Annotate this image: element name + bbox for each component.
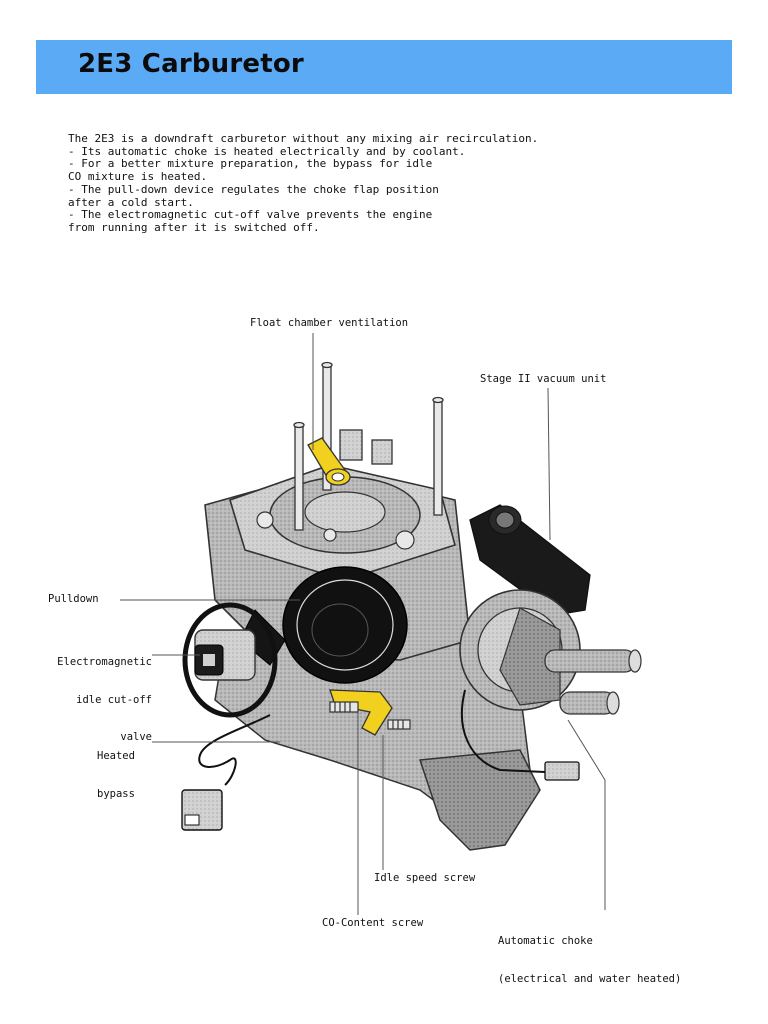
electromagnetic-valve [182, 602, 278, 718]
label-pulldown: Pulldown [48, 593, 99, 605]
label-float-chamber-ventilation: Float chamber ventilation [250, 317, 409, 329]
intro-line: after a cold start. [68, 195, 194, 209]
intro-line: - The pull-down device regulates the cho… [68, 182, 439, 196]
title-banner: 2E3 Carburetor [36, 40, 732, 94]
co-screw [329, 701, 359, 713]
label-automatic-choke: Automatic choke (electrical and water he… [498, 910, 681, 998]
label-line: idle cut-off [76, 693, 152, 706]
label-line: bypass [97, 787, 135, 800]
page-title: 2E3 Carburetor [78, 49, 304, 79]
intro-line: - The electromagnetic cut-off valve prev… [68, 208, 433, 222]
label-heated-bypass: Heated bypass [97, 725, 135, 813]
label-line: Electromagnetic [57, 656, 152, 668]
label-line: (electrical and water heated) [498, 972, 682, 985]
intro-line: - Its automatic choke is heated electric… [68, 144, 466, 158]
label-electromagnetic-valve: Electromagnetic idle cut-off valve [20, 631, 152, 756]
intro-text: The 2E3 is a downdraft carburetor withou… [68, 132, 668, 235]
mounting-studs [293, 361, 444, 531]
intro-line: CO mixture is heated. [68, 170, 208, 184]
label-line: valve [120, 731, 152, 743]
intro-line: - For a better mixture preparation, the … [68, 157, 433, 171]
leader-lines [120, 333, 606, 915]
label-idle-speed-screw: Idle speed screw [374, 872, 476, 884]
intro-line: from running after it is switched off. [68, 220, 320, 234]
idle-speed-screw-part [387, 719, 411, 730]
label-line: Automatic choke [498, 935, 593, 947]
pulldown-diaphragm [282, 566, 408, 684]
label-co-content-screw: CO-Content screw [322, 917, 424, 929]
label-stage2-vacuum-unit: Stage II vacuum unit [480, 373, 607, 385]
bypass-wire [198, 714, 271, 786]
intro-line: The 2E3 is a downdraft carburetor withou… [68, 132, 539, 145]
choke-wire [460, 689, 546, 773]
label-line: Heated [97, 750, 135, 762]
base-lobe [418, 749, 541, 851]
